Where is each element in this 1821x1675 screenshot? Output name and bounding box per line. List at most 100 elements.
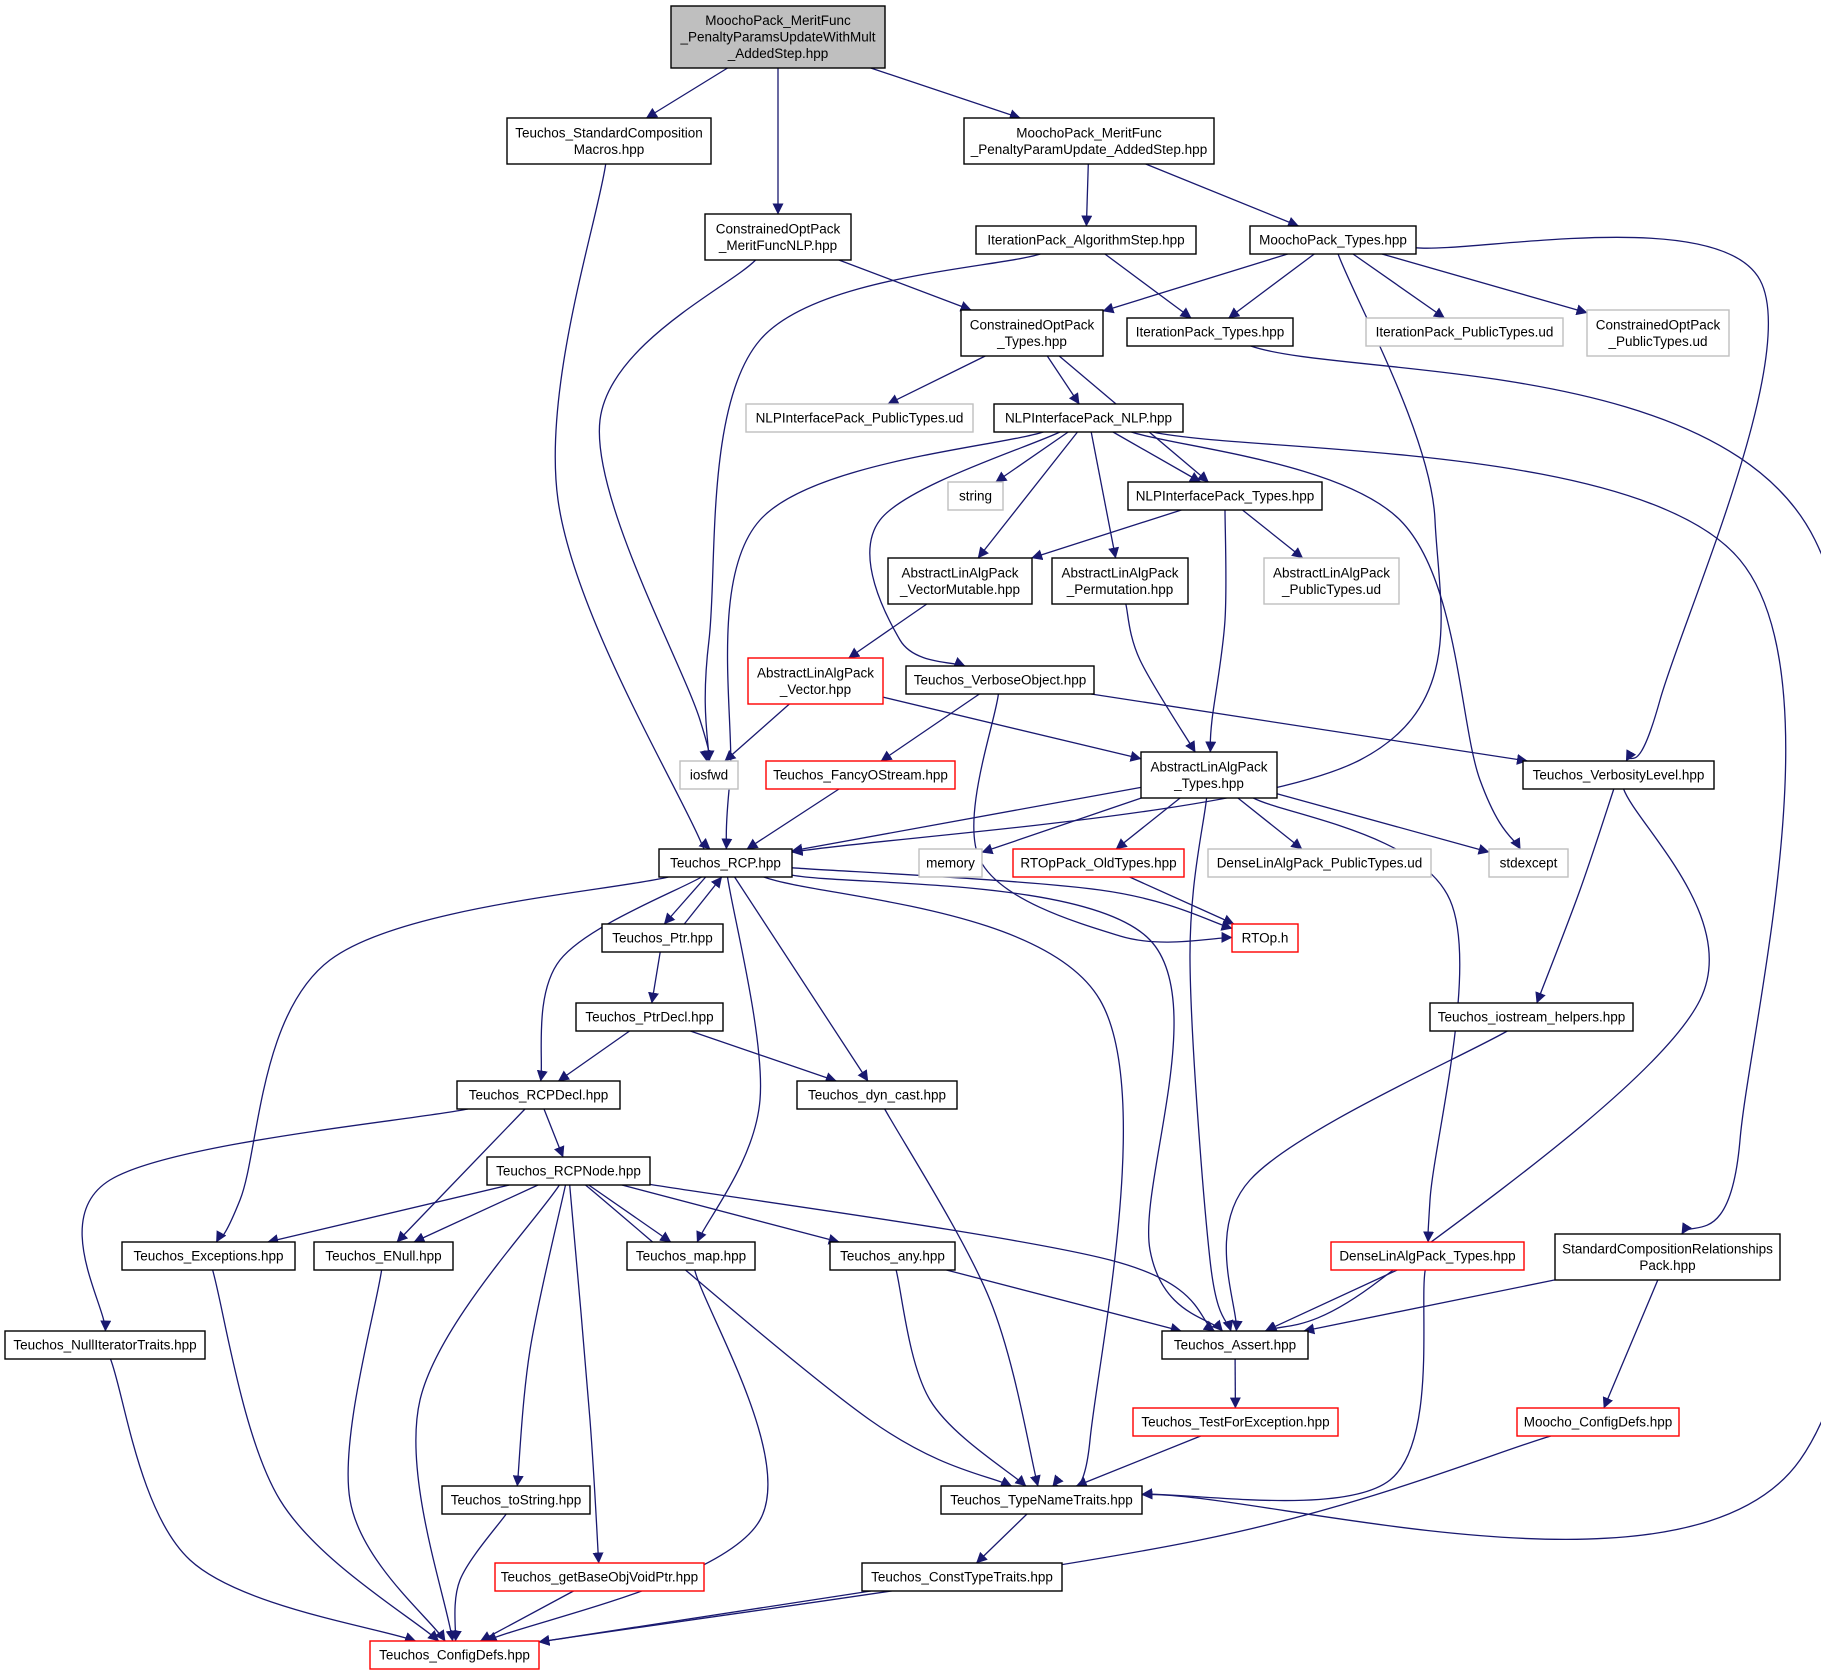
node-getbaseobj[interactable]: Teuchos_getBaseObjVoidPtr.hpp: [494, 1562, 705, 1592]
edge-cop_meritfuncnlp-to-cop_types: [838, 259, 972, 312]
node-box: [1231, 923, 1299, 953]
node-rcp[interactable]: Teuchos_RCP.hpp: [658, 848, 793, 878]
edge-iter_types-to-typename_traits: [1141, 345, 1821, 1540]
node-rtop-h[interactable]: RTOp.h: [1231, 923, 1299, 953]
node-rcpnode[interactable]: Teuchos_RCPNode.hpp: [486, 1156, 651, 1186]
node-box: [905, 665, 1095, 695]
node-box: [796, 1080, 958, 1110]
node-nlp-public-ud[interactable]: NLPInterfacePack_PublicTypes.ud: [745, 403, 974, 433]
edge-ptr-to-rcp: [683, 876, 723, 925]
node-ala-vecmut[interactable]: AbstractLinAlgPack_VectorMutable.hpp: [887, 557, 1033, 605]
node-label: StandardCompositionRelationships: [1562, 1241, 1773, 1256]
node-root[interactable]: MoochoPack_MeritFunc_PenaltyParamsUpdate…: [670, 5, 886, 69]
edge-dyn_cast-to-typename_traits: [884, 1108, 1041, 1487]
node-label: _Vector.hpp: [779, 682, 851, 697]
node-cop-types[interactable]: ConstrainedOptPack_Types.hpp: [960, 309, 1104, 357]
node-tostring[interactable]: Teuchos_toString.hpp: [441, 1485, 591, 1515]
node-box: [1586, 309, 1730, 357]
node-dyn-cast[interactable]: Teuchos_dyn_cast.hpp: [796, 1080, 958, 1110]
node-label: Teuchos_NullIteratorTraits.hpp: [13, 1338, 196, 1353]
edge-ala_types-to-stdexcept: [1276, 793, 1490, 855]
node-dla-public-ud[interactable]: DenseLinAlgPack_PublicTypes.ud: [1207, 848, 1432, 878]
edge-nlp_types-to-ala_vecmut: [1031, 509, 1182, 561]
node-iosfwd[interactable]: iosfwd: [679, 760, 739, 790]
node-label: memory: [926, 856, 975, 871]
node-enull[interactable]: Teuchos_ENull.hpp: [313, 1241, 454, 1271]
node-label: Teuchos_RCPNode.hpp: [496, 1164, 641, 1179]
edge-moocho_types-to-cop_types: [1102, 253, 1288, 314]
node-dla-types[interactable]: DenseLinAlgPack_Types.hpp: [1330, 1241, 1525, 1271]
node-exceptions[interactable]: Teuchos_Exceptions.hpp: [121, 1241, 296, 1271]
node-cop-public-ud[interactable]: ConstrainedOptPack_PublicTypes.ud: [1586, 309, 1730, 357]
node-any[interactable]: Teuchos_any.hpp: [829, 1241, 956, 1271]
node-rcpdecl[interactable]: Teuchos_RCPDecl.hpp: [456, 1080, 621, 1110]
node-teuchos-configdefs[interactable]: Teuchos_ConfigDefs.hpp: [369, 1640, 540, 1670]
node-iter-public-ud[interactable]: IterationPack_PublicTypes.ud: [1365, 317, 1564, 347]
node-assert[interactable]: Teuchos_Assert.hpp: [1161, 1330, 1309, 1360]
edge-nlp_nlp-to-stdexcept: [1131, 431, 1521, 850]
node-ptrdecl[interactable]: Teuchos_PtrDecl.hpp: [575, 1002, 724, 1032]
node-map[interactable]: Teuchos_map.hpp: [626, 1241, 756, 1271]
node-ala-perm[interactable]: AbstractLinAlgPack_Permutation.hpp: [1051, 557, 1189, 605]
node-ptr[interactable]: Teuchos_Ptr.hpp: [601, 923, 724, 953]
edge-rcp-to-assert: [791, 874, 1223, 1332]
edge-root-to-std_comp_macros: [645, 67, 728, 119]
node-const-type-traits[interactable]: Teuchos_ConstTypeTraits.hpp: [861, 1562, 1063, 1592]
node-iter-algstep[interactable]: IterationPack_AlgorithmStep.hpp: [975, 225, 1197, 255]
edge-ptrdecl-to-dyn_cast: [690, 1030, 837, 1083]
node-null-iter[interactable]: Teuchos_NullIteratorTraits.hpp: [4, 1330, 206, 1360]
edge-verbose_obj-to-fancy_ostream: [880, 693, 980, 762]
node-box: [1132, 1407, 1339, 1437]
node-string[interactable]: string: [947, 481, 1004, 511]
node-ala-public-ud[interactable]: AbstractLinAlgPack_PublicTypes.ud: [1263, 557, 1400, 605]
node-box: [1140, 751, 1278, 799]
node-box: [1488, 848, 1569, 878]
node-ala-vector[interactable]: AbstractLinAlgPack_Vector.hpp: [747, 657, 884, 705]
edge-nlp_nlp-to-ala_vecmut: [977, 431, 1079, 559]
node-verbosity-level[interactable]: Teuchos_VerbosityLevel.hpp: [1522, 760, 1715, 790]
node-cop-meritfuncnlp[interactable]: ConstrainedOptPack_MeritFuncNLP.hpp: [704, 213, 852, 261]
edge-iter_algstep-to-iter_types: [1104, 253, 1192, 319]
node-box: [1126, 317, 1294, 347]
node-typename-traits[interactable]: Teuchos_TypeNameTraits.hpp: [940, 1485, 1143, 1515]
node-nlp-nlp[interactable]: NLPInterfacePack_NLP.hpp: [993, 403, 1184, 433]
edge-typename_traits-to-const_type_traits: [976, 1513, 1028, 1564]
edge-verbose_obj-to-verbosity_level: [1091, 693, 1528, 765]
node-label: Teuchos_ConfigDefs.hpp: [379, 1648, 530, 1663]
node-box: [626, 1241, 756, 1271]
edge-const_type_traits-to-teuchos_configdefs: [538, 1590, 871, 1646]
node-label: Teuchos_FancyOStream.hpp: [773, 768, 948, 783]
node-label: Teuchos_Assert.hpp: [1174, 1338, 1296, 1353]
node-memory[interactable]: memory: [918, 848, 983, 878]
edge-mf_penalty_added-to-moocho_types: [1145, 163, 1300, 228]
node-label: Teuchos_getBaseObjVoidPtr.hpp: [501, 1570, 698, 1585]
node-box: [963, 117, 1215, 165]
node-verbose-obj[interactable]: Teuchos_VerboseObject.hpp: [905, 665, 1095, 695]
node-label: Pack.hpp: [1639, 1258, 1695, 1273]
node-label: ConstrainedOptPack: [1596, 317, 1721, 332]
node-box: [1127, 481, 1323, 511]
node-mf-penalty-added[interactable]: MoochoPack_MeritFunc_PenaltyParamUpdate_…: [963, 117, 1215, 165]
edge-verbosity_level-to-iostream_helpers: [1535, 788, 1615, 1004]
node-box: [313, 1241, 454, 1271]
edge-rcpnode-to-tostring: [512, 1184, 567, 1487]
node-ala-types[interactable]: AbstractLinAlgPack_Types.hpp: [1140, 751, 1278, 799]
node-label: _AddedStep.hpp: [727, 46, 829, 61]
node-test-for-exc[interactable]: Teuchos_TestForException.hpp: [1132, 1407, 1339, 1437]
node-iostream-helpers[interactable]: Teuchos_iostream_helpers.hpp: [1429, 1002, 1634, 1032]
node-moocho-configdefs[interactable]: Moocho_ConfigDefs.hpp: [1516, 1407, 1680, 1437]
node-nlp-types[interactable]: NLPInterfacePack_Types.hpp: [1127, 481, 1323, 511]
edge-map-to-teuchos_configdefs: [485, 1269, 769, 1642]
node-stdexcept[interactable]: stdexcept: [1488, 848, 1569, 878]
node-fancy-ostream[interactable]: Teuchos_FancyOStream.hpp: [765, 760, 956, 790]
node-iter-types[interactable]: IterationPack_Types.hpp: [1126, 317, 1294, 347]
node-rtop-oldtypes[interactable]: RTOpPack_OldTypes.hpp: [1012, 848, 1185, 878]
node-moocho-types[interactable]: MoochoPack_Types.hpp: [1249, 225, 1417, 255]
node-label: RTOp.h: [1242, 931, 1289, 946]
node-label: Moocho_ConfigDefs.hpp: [1524, 1415, 1673, 1430]
edge-moocho_types-to-iter_types: [1228, 253, 1315, 319]
edge-moocho_types-to-rcp: [791, 253, 1442, 856]
edge-verbose_obj-to-rtop_h: [973, 693, 1233, 943]
